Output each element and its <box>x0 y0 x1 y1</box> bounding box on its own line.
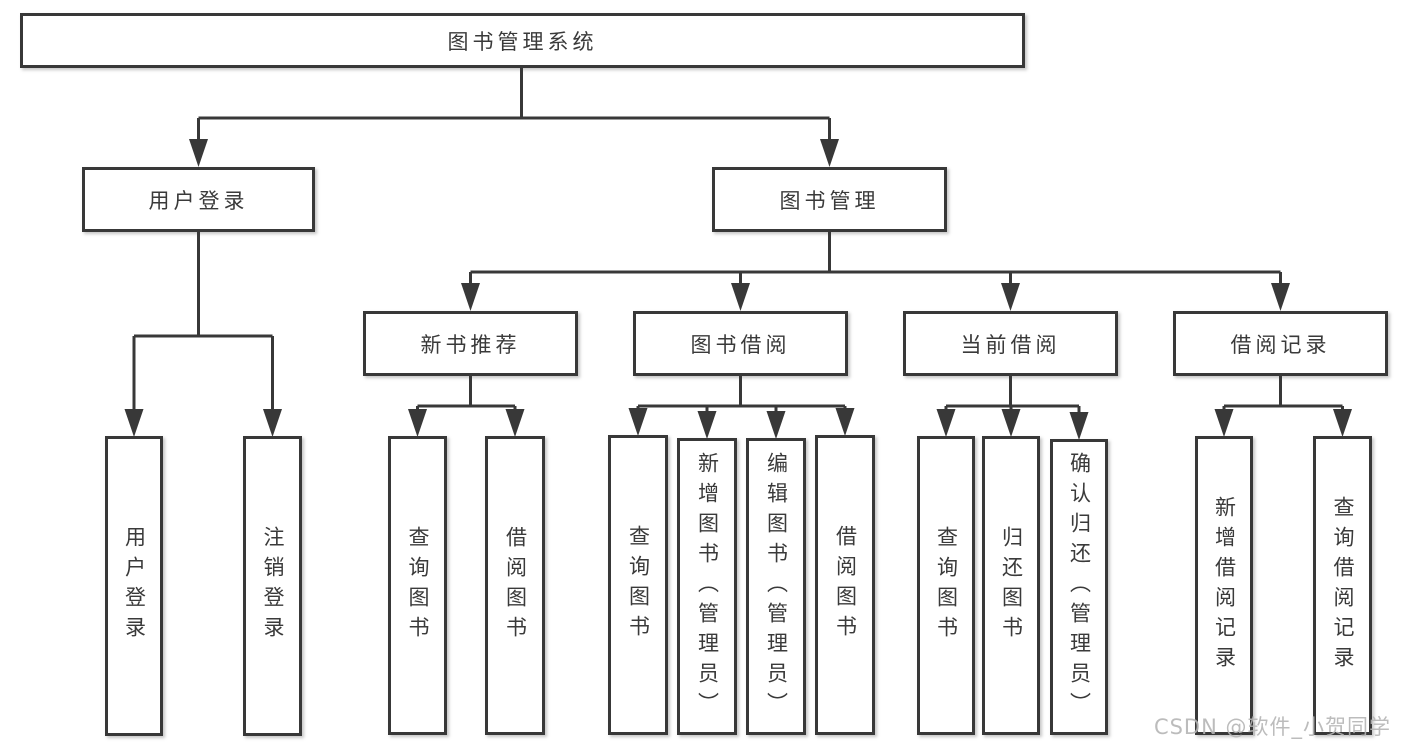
leaf-query-books-2-label: 查询图书 <box>626 525 651 645</box>
node-library-system: 图书管理系统 <box>20 13 1025 68</box>
node-book-management-label: 图书管理 <box>779 188 880 213</box>
node-current-borrowing-label: 当前借阅 <box>960 332 1061 357</box>
leaf-query-books-3-label: 查询图书 <box>934 525 959 646</box>
node-book-management: 图书管理 <box>712 167 947 232</box>
node-current-borrowing: 当前借阅 <box>903 311 1118 376</box>
leaf-edit-book-admin: 编辑图书（管理员） <box>746 438 806 735</box>
leaf-logout-label: 注销登录 <box>261 526 285 646</box>
node-new-book-recommend: 新书推荐 <box>363 311 578 376</box>
leaf-query-books-1: 查询图书 <box>388 436 447 735</box>
leaf-user-login: 用户登录 <box>105 436 163 736</box>
leaf-return-books-label: 归还图书 <box>999 525 1024 646</box>
leaf-borrow-books-1: 借阅图书 <box>485 436 545 735</box>
leaf-logout: 注销登录 <box>243 436 302 736</box>
leaf-add-borrow-record-label: 新增借阅记录 <box>1212 495 1237 676</box>
node-book-borrowing: 图书借阅 <box>633 311 848 376</box>
leaf-query-borrow-record: 查询借阅记录 <box>1313 436 1372 735</box>
leaf-query-books-3: 查询图书 <box>917 436 975 735</box>
leaf-borrow-books-1-label: 借阅图书 <box>503 525 528 646</box>
node-borrowing-records-label: 借阅记录 <box>1230 332 1331 357</box>
leaf-query-borrow-record-label: 查询借阅记录 <box>1331 495 1355 676</box>
node-book-borrowing-label: 图书借阅 <box>690 332 791 357</box>
leaf-query-books-2: 查询图书 <box>608 435 668 735</box>
leaf-confirm-return-admin: 确认归还（管理员） <box>1050 439 1108 735</box>
leaf-borrow-books-2: 借阅图书 <box>815 435 875 735</box>
node-user-login-label: 用户登录 <box>148 188 249 213</box>
leaf-borrow-books-2-label: 借阅图书 <box>833 525 858 645</box>
node-library-system-label: 图书管理系统 <box>447 29 598 54</box>
node-borrowing-records: 借阅记录 <box>1173 311 1388 376</box>
leaf-edit-book-admin-label: 编辑图书（管理员） <box>764 451 789 722</box>
leaf-add-borrow-record: 新增借阅记录 <box>1195 436 1253 735</box>
leaf-add-book-admin: 新增图书（管理员） <box>677 438 737 735</box>
leaf-confirm-return-admin-label: 确认归还（管理员） <box>1067 452 1092 722</box>
leaf-return-books: 归还图书 <box>982 436 1040 735</box>
csdn-watermark: CSDN @软件_小贺同学 <box>1153 715 1391 739</box>
leaf-user-login-label: 用户登录 <box>122 526 147 646</box>
node-user-login: 用户登录 <box>82 167 315 232</box>
node-new-book-recommend-label: 新书推荐 <box>420 332 521 357</box>
leaf-query-books-1-label: 查询图书 <box>406 525 430 646</box>
leaf-add-book-admin-label: 新增图书（管理员） <box>695 451 720 722</box>
